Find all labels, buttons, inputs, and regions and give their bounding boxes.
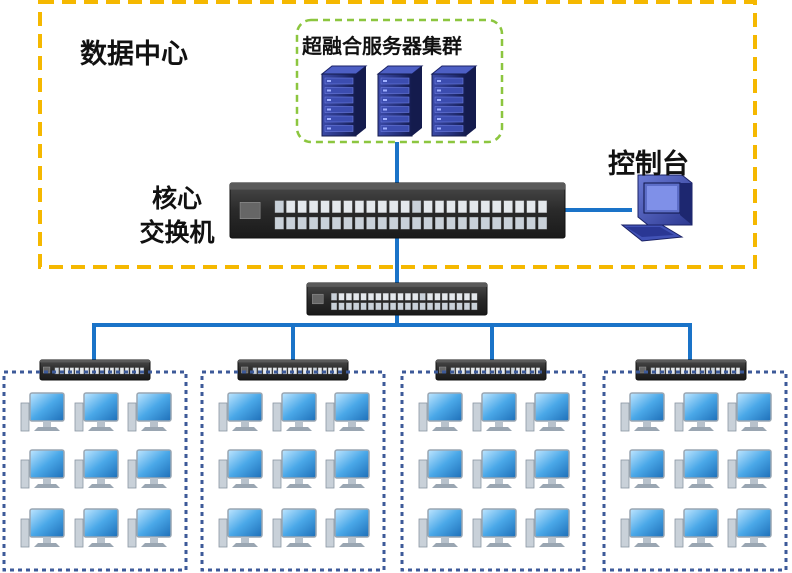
- access-group-boundary-2: [200, 370, 386, 572]
- desktop-pc-icon-3-4: [418, 449, 463, 489]
- desktop-pc-icon-4-9: [727, 508, 772, 548]
- distribution-switch-icon: [306, 282, 488, 316]
- server-cluster-boundary: [295, 18, 504, 144]
- desktop-pc-icon-2-8: [272, 508, 317, 548]
- desktop-pc-icon-3-9: [525, 508, 570, 548]
- desktop-pc-icon-3-6: [525, 449, 570, 489]
- desktop-pc-icon-2-7: [218, 508, 263, 548]
- desktop-pc-icon-2-9: [325, 508, 370, 548]
- link-access-bus: [92, 323, 692, 360]
- desktop-pc-icon-2-3: [325, 392, 370, 432]
- desktop-pc-icon-4-4: [620, 449, 665, 489]
- desktop-pc-icon-4-2: [674, 392, 719, 432]
- server-rack-icon-3: [430, 65, 478, 137]
- core-switch-label-line1: 核心: [151, 184, 202, 213]
- desktop-pc-icon-3-5: [472, 449, 517, 489]
- core-switch-label-line2: 交换机: [139, 218, 215, 247]
- data-center-boundary: [38, 0, 757, 269]
- access-switch-icon-4: [635, 359, 747, 381]
- desktop-pc-icon-1-6: [127, 449, 172, 489]
- access-switch-icon-2: [237, 359, 349, 381]
- access-group-boundary-3: [400, 370, 586, 572]
- console-label: 控制台: [608, 149, 689, 180]
- desktop-pc-icon-3-7: [418, 508, 463, 548]
- desktop-pc-icon-4-3: [727, 392, 772, 432]
- desktop-pc-icon-2-2: [272, 392, 317, 432]
- desktop-pc-icon-1-8: [74, 508, 119, 548]
- core-switch-label: 核心 交换机: [132, 182, 222, 250]
- desktop-pc-icon-4-1: [620, 392, 665, 432]
- server-rack-icon-2: [376, 65, 424, 137]
- desktop-pc-icon-2-5: [272, 449, 317, 489]
- desktop-pc-icon-1-9: [127, 508, 172, 548]
- desktop-pc-icon-3-8: [472, 508, 517, 548]
- desktop-pc-icon-1-7: [20, 508, 65, 548]
- desktop-pc-icon-2-4: [218, 449, 263, 489]
- desktop-pc-icon-4-6: [727, 449, 772, 489]
- access-group-boundary-1: [2, 370, 188, 572]
- data-center-label: 数据中心: [80, 39, 188, 70]
- desktop-pc-icon-3-3: [525, 392, 570, 432]
- desktop-pc-icon-1-2: [74, 392, 119, 432]
- desktop-pc-icon-4-8: [674, 508, 719, 548]
- desktop-pc-icon-1-5: [74, 449, 119, 489]
- server-cluster-label: 超融合服务器集群: [302, 34, 462, 58]
- desktop-pc-icon-2-1: [218, 392, 263, 432]
- core-switch-icon: [229, 182, 566, 239]
- desktop-pc-icon-3-2: [472, 392, 517, 432]
- desktop-pc-icon-1-4: [20, 449, 65, 489]
- desktop-pc-icon-3-1: [418, 392, 463, 432]
- access-group-boundary-4: [602, 370, 788, 572]
- desktop-pc-icon-1-1: [20, 392, 65, 432]
- desktop-pc-icon-1-3: [127, 392, 172, 432]
- console-terminal-icon: [620, 174, 693, 242]
- access-switch-icon-1: [39, 359, 151, 381]
- desktop-pc-icon-4-5: [674, 449, 719, 489]
- desktop-pc-icon-4-7: [620, 508, 665, 548]
- desktop-pc-icon-2-6: [325, 449, 370, 489]
- access-switch-icon-3: [435, 359, 547, 381]
- server-rack-icon-1: [320, 65, 368, 137]
